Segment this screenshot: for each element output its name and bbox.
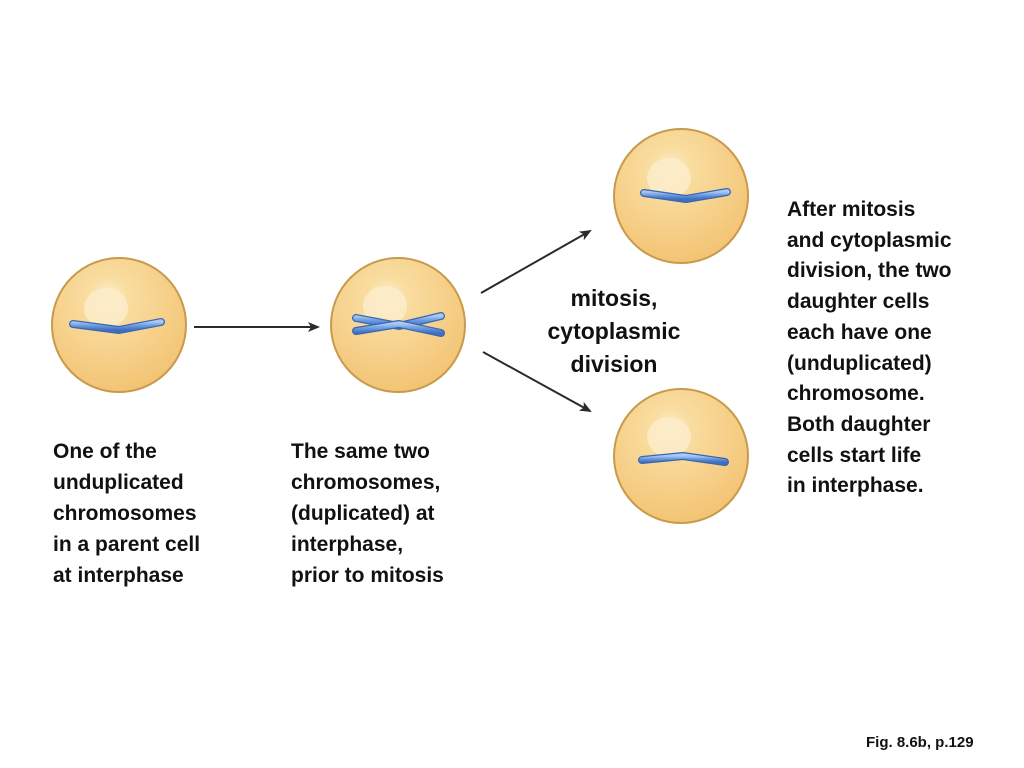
daughter-chromosome-top xyxy=(640,188,731,203)
arrow-to-top-daughter xyxy=(480,230,592,294)
daughter-cells-caption: After mitosis and cytoplasmic division, … xyxy=(787,198,952,498)
process-label: mitosis, cytoplasmic division xyxy=(547,285,681,377)
parent-cell-caption: One of the unduplicated chromosomes in a… xyxy=(53,440,201,587)
figure-reference: Fig. 8.6b, p.129 xyxy=(866,734,974,751)
arrow-to-bottom-daughter xyxy=(482,351,592,412)
duplicated-cell-caption: The same two chromosomes, (duplicated) a… xyxy=(291,440,444,587)
unduplicated-chromosome xyxy=(69,318,165,334)
daughter-chromosome-bottom xyxy=(638,452,729,466)
daughter-cell-bottom xyxy=(613,388,749,524)
daughter-cell-top xyxy=(613,128,749,264)
parent-cell xyxy=(51,257,187,393)
duplicated-cell xyxy=(330,257,466,393)
duplicated-chromosome xyxy=(352,312,445,337)
